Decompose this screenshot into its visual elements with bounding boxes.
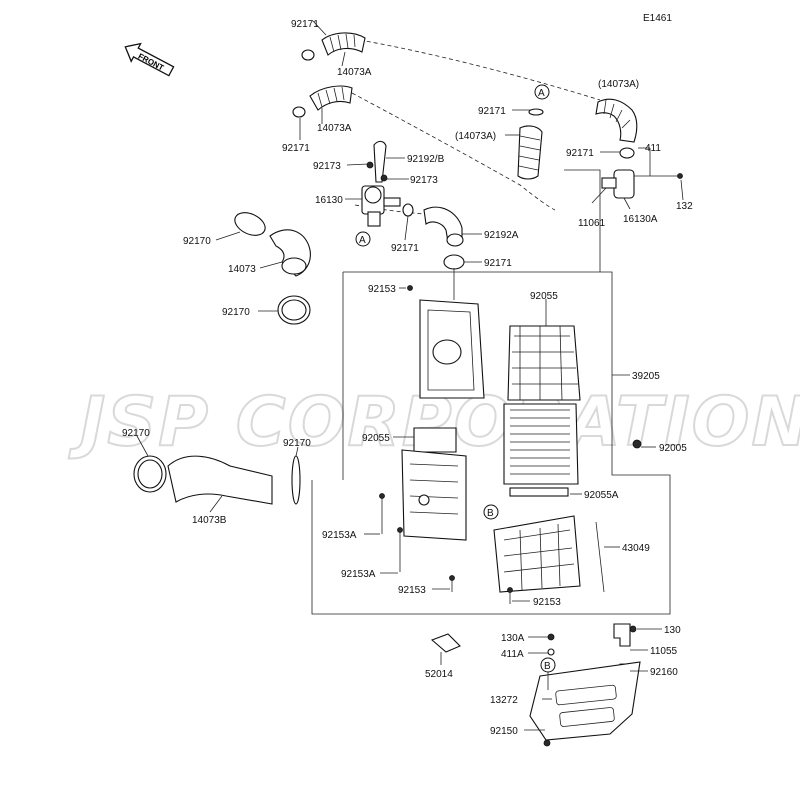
- label-92170: 92170: [283, 438, 311, 449]
- valve-16130a: [601, 169, 683, 199]
- clamp-icon: [301, 49, 315, 61]
- label-411: 411: [645, 143, 661, 154]
- label-92170: 92170: [122, 428, 150, 439]
- hose-14073a-upper: [301, 32, 366, 61]
- label-14073a: 14073A: [317, 123, 352, 134]
- svg-text:A: A: [538, 88, 545, 99]
- assembly-outline: [311, 169, 671, 615]
- hose-14073a-middle: [292, 85, 353, 118]
- part-labels: 92171 14073A 14073A 92171 92173 92192/B …: [122, 19, 693, 737]
- marker-a-left: A: [355, 231, 371, 247]
- gasket-92055a: [509, 487, 569, 497]
- hose-14073-elbow: [234, 212, 311, 325]
- label-14073a: 14073A: [337, 67, 372, 78]
- hose-92192a: [423, 206, 464, 247]
- label-92160: 92160: [650, 667, 678, 678]
- label-16130: 16130: [315, 195, 343, 206]
- label-92173: 92173: [313, 161, 341, 172]
- tube-14073b: [133, 455, 301, 505]
- label-13272: 13272: [490, 695, 518, 706]
- label-130: 130: [664, 625, 681, 636]
- bolts: [379, 285, 642, 747]
- label-92173: 92173: [410, 175, 438, 186]
- label-92055: 92055: [530, 291, 558, 302]
- label-14073b: 14073B: [192, 515, 227, 526]
- label-92171: 92171: [478, 106, 506, 117]
- label-92170: 92170: [222, 307, 250, 318]
- cooler-core-fins: [510, 409, 570, 475]
- label-92055a: 92055A: [584, 490, 619, 501]
- plate-13272: [529, 661, 641, 741]
- label-92153a: 92153A: [322, 530, 357, 541]
- label-92153a: 92153A: [341, 569, 376, 580]
- label-11055: 11055: [650, 646, 678, 657]
- intercooler-base: [401, 449, 581, 593]
- marker-b-low: B: [540, 657, 556, 673]
- label-92170: 92170: [183, 236, 211, 247]
- label-92055: 92055: [362, 433, 390, 444]
- label-16130a: 16130A: [623, 214, 658, 225]
- label-92150: 92150: [490, 726, 518, 737]
- fitting-52014: [430, 633, 461, 653]
- svg-text:A: A: [359, 235, 366, 246]
- label-92171: 92171: [391, 243, 419, 254]
- label-14073a: (14073A): [598, 79, 639, 90]
- label-39205: 39205: [632, 371, 660, 382]
- label-411a: 411A: [501, 649, 524, 660]
- label-92171: 92171: [282, 143, 310, 154]
- clamp-icon: [292, 106, 306, 118]
- front-arrow-icon: FRONT: [124, 42, 175, 77]
- label-92171: 92171: [566, 148, 594, 159]
- valve-16130: [361, 140, 414, 227]
- label-132: 132: [676, 201, 693, 212]
- airbox-cover: [419, 254, 485, 399]
- marker-b-mid: B: [483, 504, 499, 520]
- hose-14073a-right: [595, 98, 638, 159]
- svg-text:B: B: [487, 508, 494, 519]
- label-92192a: 92192A: [484, 230, 519, 241]
- leader-lines: [136, 20, 684, 731]
- label-92171: 92171: [291, 19, 319, 30]
- label-130a: 130A: [501, 633, 525, 644]
- svg-text:B: B: [544, 661, 551, 672]
- label-14073a: (14073A): [455, 131, 496, 142]
- marker-a-top: A: [534, 84, 550, 100]
- intercooler-housing: [503, 325, 581, 485]
- label-92153: 92153: [398, 585, 426, 596]
- label-92192b: 92192/B: [407, 154, 445, 165]
- clamp-icon: [619, 147, 635, 159]
- label-43049: 43049: [622, 543, 650, 554]
- label-92153: 92153: [533, 597, 561, 608]
- hose-14073a-center: [517, 108, 544, 180]
- label-14073: 14073: [228, 264, 256, 275]
- label-92005: 92005: [659, 443, 687, 454]
- gasket-92055: [413, 427, 457, 453]
- label-52014: 52014: [425, 669, 453, 680]
- label-92153: 92153: [368, 284, 396, 295]
- dashed-leaders: [351, 39, 601, 216]
- diagram-code: E1461: [643, 13, 672, 24]
- label-92171: 92171: [484, 258, 512, 269]
- label-11061: 11061: [578, 218, 606, 229]
